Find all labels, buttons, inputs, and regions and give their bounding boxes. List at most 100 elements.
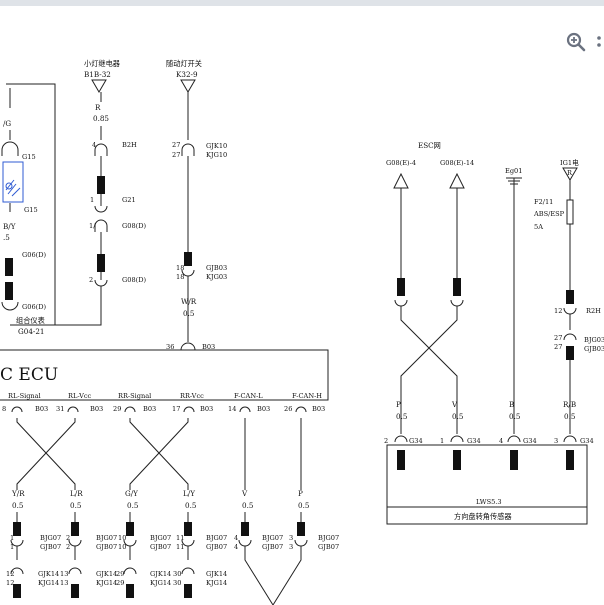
diagram-label: 2 [89, 276, 93, 284]
diagram-label: BJG07 [262, 534, 283, 542]
diagram-label: 36 [166, 343, 174, 351]
switch-column: 随动灯开关 K32-9 27 27 GJK10 KJG10 18 18 GJB0… [166, 59, 227, 351]
cluster-conn-g06d-a: G06(D) [22, 251, 47, 259]
diagram-label: 12 [554, 307, 562, 315]
cluster-gauge: .5 [3, 233, 10, 242]
instrument-cluster: /G G15 G15 B/Y .5 G06(D) G06(D) 组合仪表 G04… [1, 83, 56, 336]
g21-label: G21 [122, 196, 136, 204]
diagram-label: KJG14 [150, 579, 171, 587]
esc-conn2: G08(E)-14 [440, 159, 474, 167]
diagram-label: 14 [228, 405, 236, 413]
fuse-code: F2/11 [534, 198, 553, 206]
diagram-label: 1 [10, 534, 14, 542]
diagram-label: 17 [172, 405, 180, 413]
diagram-label: G/Y [125, 489, 138, 498]
diagram-label: P [298, 489, 303, 498]
cluster-conn-g15a: G15 [22, 153, 36, 161]
diagram-label: 12 [6, 570, 14, 578]
diagram-label: 1 [10, 543, 14, 551]
diagram-label: GJB07 [40, 543, 61, 551]
diagram-label: KJG14 [206, 579, 227, 587]
diagram-label: 29 [116, 570, 124, 578]
diagram-label: GJB07 [150, 543, 171, 551]
diagram-label: 30 [173, 579, 181, 587]
diagram-label: B03 [202, 343, 215, 351]
diagram-label: 11 [176, 534, 184, 542]
diagram-label: RL-Vcc [68, 392, 92, 400]
diagram-label: KJG14 [38, 579, 59, 587]
sensor-model: LWS5.3 [476, 498, 502, 506]
diagram-label: KJG14 [96, 579, 117, 587]
diagram-label: G34 [467, 437, 481, 445]
diagram-label: G34 [580, 437, 594, 445]
diagram-label: 4 [234, 534, 238, 542]
diagram-label: RR-Vcc [180, 392, 204, 400]
diagram-label: 1 [440, 437, 444, 445]
diagram-label: V [451, 400, 458, 409]
relay-code: B1B-32 [84, 70, 111, 79]
diagram-label: BJG07 [40, 534, 61, 542]
sensor-name: 方向盘转角传感器 [454, 512, 512, 521]
diagram-viewer: /G G15 G15 B/Y .5 G06(D) G06(D) 组合仪表 G04… [0, 6, 604, 605]
diagram-label: L/R [70, 489, 83, 498]
diagram-label: 1/ [89, 222, 96, 230]
esc-ground: Eg01 [505, 167, 522, 175]
diagram-label: 3 [554, 437, 558, 445]
diagram-label: B03 [257, 405, 270, 413]
diagram-label: RR-Signal [118, 392, 151, 400]
cluster-code: G04-21 [18, 327, 44, 336]
diagram-label: GJK14 [150, 570, 171, 578]
esc-conn1: G08(E)-4 [386, 159, 416, 167]
diagram-label: 0.5 [396, 412, 408, 421]
diagram-label: GJK14 [206, 570, 227, 578]
diagram-label: 0.5 [242, 501, 254, 510]
diagram-label: GJB07 [318, 543, 339, 551]
diagram-label: 18 [176, 264, 184, 272]
diagram-label: 2 [384, 437, 388, 445]
diagram-label: 0.5 [452, 412, 464, 421]
diagram-label: B03 [90, 405, 103, 413]
diagram-label: 12 [6, 579, 14, 587]
zoom-in-button[interactable] [566, 32, 586, 52]
diagram-label: GJB07 [262, 543, 283, 551]
more-options-button[interactable] [594, 32, 604, 52]
diagram-label: 30 [173, 570, 181, 578]
diagram-label: B [509, 400, 514, 409]
diagram-label: 1 [90, 196, 94, 204]
diagram-label: 2 [66, 543, 70, 551]
cluster-name: 组合仪表 [16, 316, 45, 325]
wiring-diagram: /G G15 G15 B/Y .5 G06(D) G06(D) 组合仪表 G04… [0, 59, 604, 605]
diagram-label: 11 [176, 543, 184, 551]
relay-name: 小灯继电器 [84, 59, 120, 68]
switch-name: 随动灯开关 [166, 59, 202, 68]
g08d-b-label: G08(D) [122, 276, 147, 284]
esc-network: ESC网 G08(E)-4 G08(E)-14 Eg01 IG1电 R F2/1… [386, 141, 604, 398]
cluster-conn-g15b: G15 [24, 206, 38, 214]
wr-gauge: 0.5 [183, 309, 195, 318]
diagram-label: Y/R [11, 489, 25, 498]
diagram-label: B03 [200, 405, 213, 413]
diagram-label: 29 [116, 579, 124, 587]
diagram-label: P [396, 400, 401, 409]
diagram-label: 0.5 [185, 501, 197, 510]
wr-wire: W/R [181, 297, 197, 306]
zoom-in-icon [566, 32, 586, 52]
diagram-label: G34 [523, 437, 537, 445]
esc-title: ESC网 [418, 141, 441, 150]
cluster-conn-g06d-b: G06(D) [22, 303, 47, 311]
relay-wire: R [95, 103, 101, 112]
diagram-label: 29 [113, 405, 121, 413]
diagram-label: BJG07 [206, 534, 227, 542]
diagram-label: 4 [499, 437, 503, 445]
diagram-label: 4 [234, 543, 238, 551]
diagram-label: 0.5 [12, 501, 24, 510]
diagram-label: 8 [2, 405, 6, 413]
diagram-label: 31 [56, 405, 64, 413]
diagram-label: 26 [284, 405, 292, 413]
